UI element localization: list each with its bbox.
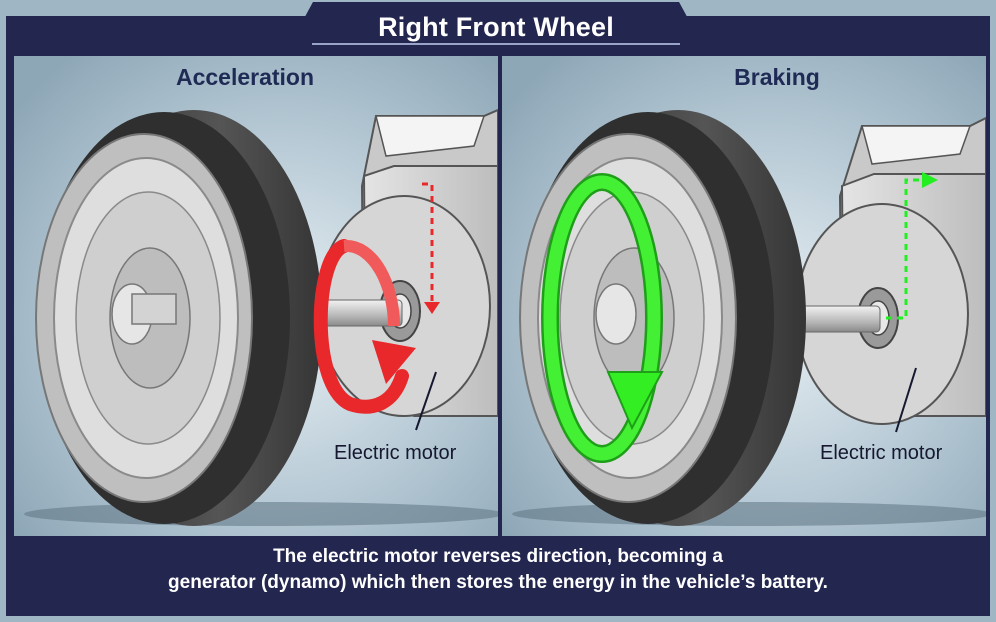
ground-shadow	[24, 502, 498, 526]
motor-leader-line	[895, 367, 917, 433]
caption-line-1: The electric motor reverses direction, b…	[273, 546, 723, 567]
panel-acceleration: Acceleration Electric motor	[14, 56, 498, 536]
wheel	[519, 110, 806, 526]
title-underline	[312, 43, 680, 45]
power-flow-arrow	[886, 172, 938, 320]
hub-cap	[595, 283, 637, 345]
motor-leader-line	[415, 371, 437, 431]
power-flow-arrow	[422, 182, 440, 314]
motor-label: Electric motor	[334, 442, 457, 464]
rotation-arrow-green	[541, 173, 664, 463]
ground-shadow	[512, 502, 986, 526]
motor-label: Electric motor	[820, 442, 943, 464]
title-tab	[288, 2, 704, 48]
electric-motor	[317, 108, 498, 417]
diagram-title: Right Front Wheel	[378, 12, 614, 42]
wheel	[35, 110, 322, 526]
panel-braking: Braking Electric motor	[502, 56, 986, 536]
panel-heading: Acceleration	[175, 64, 315, 90]
electric-motor	[795, 116, 986, 425]
caption: The electric motor reverses direction, b…	[6, 544, 990, 596]
rotation-arrow-red	[313, 239, 416, 414]
panel-heading: Braking	[734, 64, 820, 90]
caption-line-2: generator (dynamo) which then stores the…	[168, 572, 828, 593]
